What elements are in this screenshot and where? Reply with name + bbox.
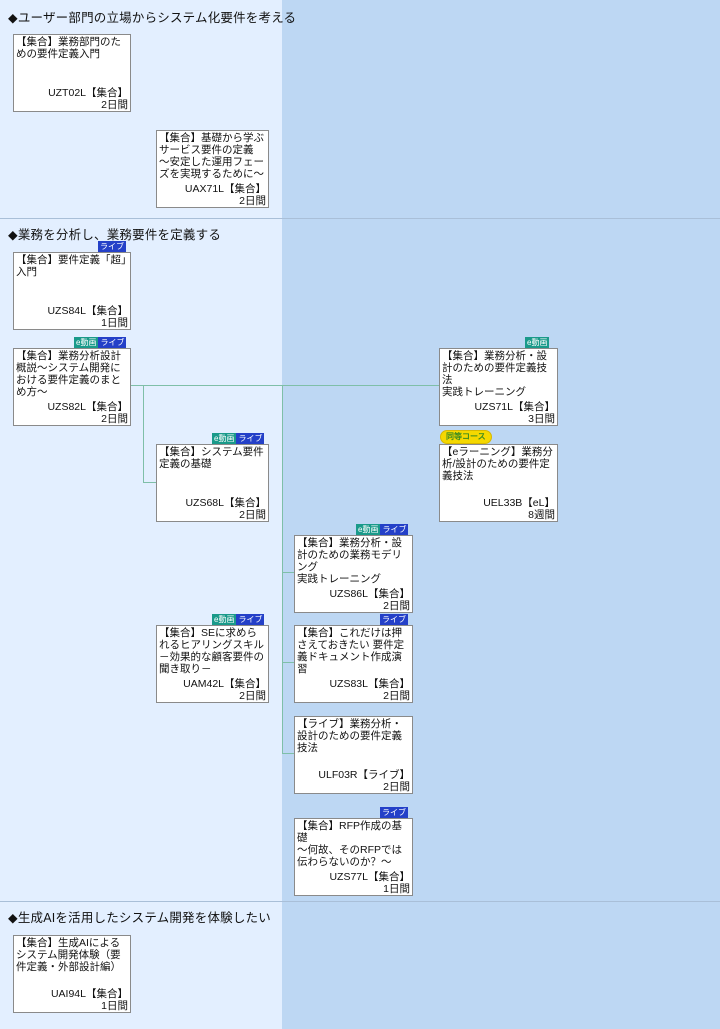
connector-line <box>282 572 294 573</box>
course-title: 【集合】業務分析・設計のための要件定義技法 実践トレーニング <box>442 350 547 398</box>
course-code: UZS68L【集合】 <box>185 497 266 509</box>
live-badge: ライブ <box>98 337 127 348</box>
section-title-business-analysis: ◆業務を分析し、業務要件を定義する <box>8 228 222 242</box>
live-badge: ライブ <box>380 614 408 625</box>
course-title: 【集合】業務部門のための要件定義入門 <box>16 36 121 60</box>
course-card-uzs84l[interactable]: 【集合】要件定義「超」入門 UZS84L【集合】 1日間 <box>13 252 131 330</box>
course-title: 【集合】これだけは押さえておきたい 要件定義ドキュメント作成演習 <box>297 627 405 675</box>
live-badge: ライブ <box>380 807 408 818</box>
course-title: 【集合】システム要件定義の基礎 <box>159 446 264 470</box>
live-badge: ライブ <box>236 614 265 625</box>
course-duration: 2日間 <box>101 99 128 111</box>
section-title-generative-ai: ◆生成AIを活用したシステム開発を体験したい <box>8 911 271 925</box>
course-code: UZS82L【集合】 <box>47 401 128 413</box>
e-video-badge: e動画 <box>212 614 237 625</box>
section-divider <box>0 218 720 219</box>
course-badges: ライブ <box>98 241 126 252</box>
course-duration: 2日間 <box>239 195 266 207</box>
course-badges: e動画 <box>525 337 550 348</box>
course-code: UZS83L【集合】 <box>329 678 410 690</box>
course-card-uax71l[interactable]: 【集合】基礎から学ぶサービス要件の定義 ～安定した運用フェーズを実現するために～… <box>156 130 269 208</box>
course-duration: 2日間 <box>239 509 266 521</box>
course-code: UZS71L【集合】 <box>474 401 555 413</box>
section-divider <box>0 901 720 902</box>
course-duration: 2日間 <box>383 690 410 702</box>
e-video-badge: e動画 <box>525 337 550 348</box>
e-video-badge: e動画 <box>74 337 99 348</box>
course-card-uai94l[interactable]: 【集合】生成AIによるシステム開発体験（要件定義・外部設計編） UAI94L【集… <box>13 935 131 1013</box>
connector-line <box>282 385 283 754</box>
connector-line <box>143 385 144 483</box>
course-badges: ライブ <box>380 807 408 818</box>
course-card-uzs77l[interactable]: 【集合】RFP作成の基礎 ～何故、そのRFPでは伝わらないのか？～ UZS77L… <box>294 818 413 896</box>
course-card-uzs71l[interactable]: 【集合】業務分析・設計のための要件定義技法 実践トレーニング UZS71L【集合… <box>439 348 558 426</box>
course-code: UAM42L【集合】 <box>183 678 266 690</box>
course-title: 【集合】RFP作成の基礎 ～何故、そのRFPでは伝わらないのか？～ <box>297 820 402 868</box>
course-code: ULF03R【ライブ】 <box>318 769 410 781</box>
course-duration: 1日間 <box>101 1000 128 1012</box>
connector-line <box>130 385 439 386</box>
course-badges: e動画ライブ <box>212 433 265 444</box>
course-code: UZS77L【集合】 <box>329 871 410 883</box>
course-duration: 2日間 <box>383 781 410 793</box>
live-badge: ライブ <box>98 241 126 252</box>
course-card-uel33b[interactable]: 【eラーニング】業務分析/設計のための要件定義技法 UEL33B【eL】 8週間 <box>439 444 558 522</box>
course-duration: 2日間 <box>101 413 128 425</box>
course-code: UAX71L【集合】 <box>184 183 266 195</box>
course-card-uzs83l[interactable]: 【集合】これだけは押さえておきたい 要件定義ドキュメント作成演習 UZS83L【… <box>294 625 413 703</box>
e-video-badge: e動画 <box>212 433 237 444</box>
course-badges: e動画ライブ <box>356 524 409 535</box>
course-title: 【ライブ】業務分析・設計のための要件定義技法 <box>297 718 402 754</box>
section-title-user-dept: ◆ユーザー部門の立場からシステム化要件を考える <box>8 11 297 25</box>
course-duration: 3日間 <box>528 413 555 425</box>
course-title: 【集合】業務分析設計概説～システム開発における要件定義のまとめ方～ <box>16 350 121 398</box>
course-code: UAI94L【集合】 <box>50 988 128 1000</box>
course-badges: e動画ライブ <box>74 337 127 348</box>
course-code: UZS84L【集合】 <box>47 305 128 317</box>
course-duration: 1日間 <box>383 883 410 895</box>
course-duration: 2日間 <box>239 690 266 702</box>
course-duration: 8週間 <box>528 509 555 521</box>
connector-line <box>143 482 156 483</box>
course-code: UZT02L【集合】 <box>48 87 128 99</box>
course-card-uam42l[interactable]: 【集合】SEに求められるヒアリングスキル－効果的な顧客要件の聞き取り－ UAM4… <box>156 625 269 703</box>
course-title: 【集合】生成AIによるシステム開発体験（要件定義・外部設計編） <box>16 937 121 973</box>
live-badge: ライブ <box>236 433 265 444</box>
course-title: 【集合】基礎から学ぶサービス要件の定義 ～安定した運用フェーズを実現するために～ <box>159 132 264 180</box>
course-title: 【集合】SEに求められるヒアリングスキル－効果的な顧客要件の聞き取り－ <box>159 627 264 675</box>
course-card-uzs82l[interactable]: 【集合】業務分析設計概説～システム開発における要件定義のまとめ方～ UZS82L… <box>13 348 131 426</box>
course-card-uzs68l[interactable]: 【集合】システム要件定義の基礎 UZS68L【集合】 2日間 <box>156 444 269 522</box>
course-card-uzs86l[interactable]: 【集合】業務分析・設計のための業務モデリング 実践トレーニング UZS86L【集… <box>294 535 413 613</box>
course-badges: ライブ <box>380 614 408 625</box>
live-badge: ライブ <box>380 524 409 535</box>
course-title: 【eラーニング】業務分析/設計のための要件定義技法 <box>442 446 553 482</box>
course-title: 【集合】要件定義「超」入門 <box>16 254 127 278</box>
course-code: UZS86L【集合】 <box>329 588 410 600</box>
equivalent-course-badge: 同等コース <box>440 430 492 444</box>
connector-line <box>282 753 294 754</box>
course-card-uzt02l[interactable]: 【集合】業務部門のための要件定義入門 UZT02L【集合】 2日間 <box>13 34 131 112</box>
course-code: UEL33B【eL】 <box>483 497 555 509</box>
e-video-badge: e動画 <box>356 524 381 535</box>
course-duration: 1日間 <box>101 317 128 329</box>
connector-line <box>282 662 294 663</box>
course-card-ulf03r[interactable]: 【ライブ】業務分析・設計のための要件定義技法 ULF03R【ライブ】 2日間 <box>294 716 413 794</box>
course-duration: 2日間 <box>383 600 410 612</box>
course-title: 【集合】業務分析・設計のための業務モデリング 実践トレーニング <box>297 537 402 585</box>
course-badges: e動画ライブ <box>212 614 265 625</box>
